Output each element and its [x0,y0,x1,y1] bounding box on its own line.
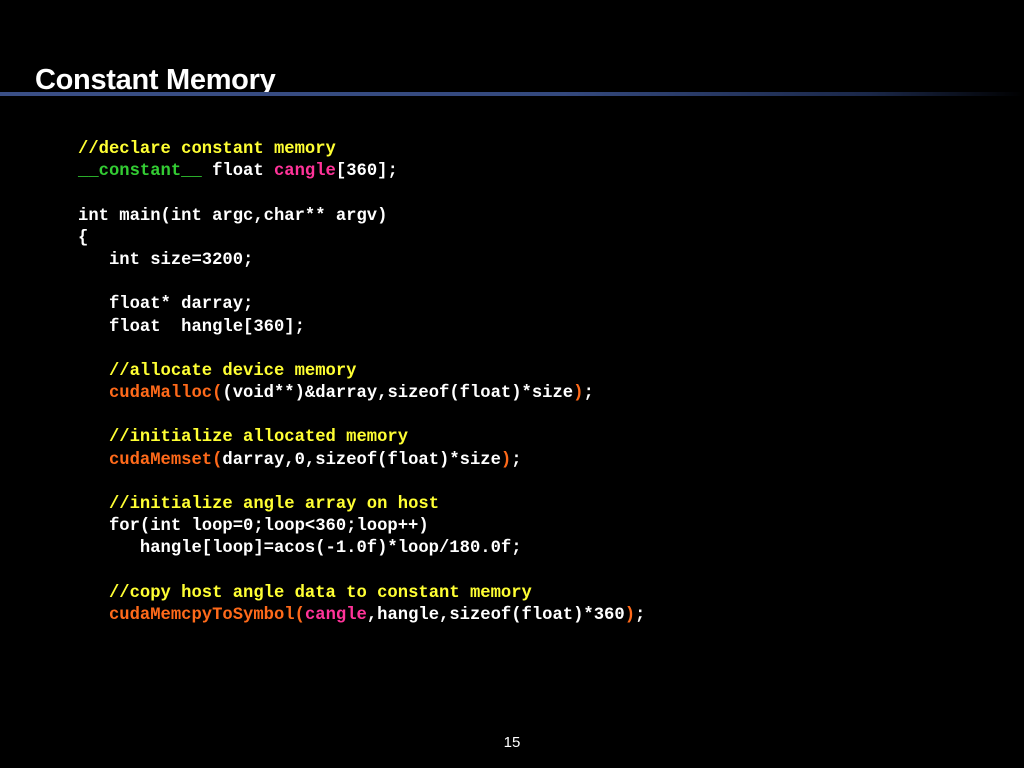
code-line: hangle[loop]=acos(-1.0f)*loop/180.0f; [78,538,645,560]
code-qualifier: __constant__ [78,162,202,182]
code-line [78,561,645,583]
slide-title: Constant Memory [35,64,276,96]
code-line: float* darray; [78,294,645,316]
code-text: darray,0,sizeof(float)*size [222,450,501,470]
code-line: cudaMalloc((void**)&darray,sizeof(float)… [78,383,645,405]
code-line: //copy host angle data to constant memor… [78,583,645,605]
code-block: //declare constant memory __constant__ fl… [78,139,645,627]
code-text: { [78,228,89,248]
code-line: int main(int argc,char** argv) [78,206,645,228]
code-text: float hangle[360]; [78,317,305,337]
code-line [78,405,645,427]
code-symbol: cangle [273,162,336,182]
code-function: cudaMemset( [108,450,223,470]
code-line: { [78,228,645,250]
code-line: cudaMemset(darray,0,sizeof(float)*size); [78,450,645,472]
code-comment: //initialize angle array on host [108,495,440,514]
code-text: (void**)&darray,sizeof(float)*size [222,384,574,404]
code-text: int main(int argc,char** argv) [78,206,388,226]
code-text: float [201,162,274,182]
code-comment: //declare constant memory [78,140,336,159]
code-text: [360]; [335,162,398,182]
code-line: //allocate device memory [78,361,645,383]
code-line [78,339,645,361]
code-text: ; [511,450,522,470]
code-function: cudaMalloc( [108,384,223,404]
code-text: hangle[loop]=acos(-1.0f)*loop/180.0f; [78,539,522,559]
code-text: int size=3200; [78,250,254,270]
code-line: int size=3200; [78,250,645,272]
code-line: cudaMemcpyToSymbol(cangle,hangle,sizeof(… [78,605,645,627]
code-text [78,362,109,381]
code-text [78,495,109,514]
code-comment: //allocate device memory [108,361,357,381]
code-comment: //copy host angle data to constant memor… [108,583,532,603]
code-function: ) [500,450,512,470]
title-underline-divider [0,92,1024,96]
code-function: cudaMemcpyToSymbol( [108,605,305,625]
code-line [78,472,645,494]
code-comment: //initialize allocated memory [108,428,409,448]
code-line: //initialize angle array on host [78,494,645,516]
code-function: ) [573,384,584,404]
page-number: 15 [503,734,521,751]
code-line: for(int loop=0;loop<360;loop++) [78,516,645,538]
code-line [78,272,645,294]
code-line [78,183,645,205]
code-text [78,451,109,470]
code-function: ) [624,605,636,625]
code-text [78,384,109,403]
code-text: ; [583,384,594,404]
code-text [78,606,109,625]
code-line: __constant__ float cangle[360]; [78,161,645,183]
code-line: //declare constant memory [78,139,645,161]
code-line: //initialize allocated memory [78,427,645,449]
code-text: for(int loop=0;loop<360;loop++) [78,517,429,537]
code-text: ; [635,605,646,625]
code-text: float* darray; [78,295,254,315]
code-line: float hangle[360]; [78,317,645,339]
code-text [78,584,109,603]
code-text: ,hangle,sizeof(float)*360 [366,605,625,625]
code-text [78,428,109,447]
code-symbol: cangle [304,605,367,625]
